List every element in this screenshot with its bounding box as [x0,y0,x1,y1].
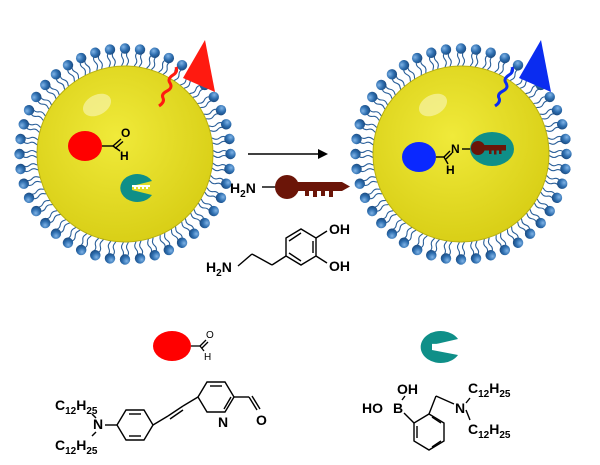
fluorescent-probe-red [158,40,215,108]
imine-dye-blue [402,142,436,172]
aldehyde-dye-left [68,131,102,161]
aldehyde-h-label-left: H [120,149,129,163]
key-icon [275,175,350,199]
vesicle-highlight-left [82,93,112,117]
vesicle-core-left [36,65,214,243]
legend-aldehyde-dye: O H [153,330,214,363]
receptor-alkyl-bottom: C12H25 [468,421,511,441]
arrow-right-icon [248,149,328,159]
boronic-oh-label: OH [397,381,418,397]
receptor-left [120,174,152,203]
boronic-b-label: B [393,400,403,416]
lipid-molecule [13,148,41,160]
lipid-molecule [545,148,573,160]
lipid-molecule [455,42,467,70]
receptor-amine-n: N [455,400,465,416]
dopamine-amine-label: H2N [206,259,232,279]
key-icon-bound [471,141,506,155]
dye-carbonyl-o: O [256,412,267,428]
lipid-molecule [119,238,131,266]
legend-o-label: O [206,330,214,341]
amine-label: H2N [230,180,256,200]
vesicle-after: N H [349,40,573,266]
lipid-molecule [119,42,131,70]
aldehyde-dye-structure: C12H25 N C12H25 N O [55,381,267,457]
imine-n-label: N [451,142,460,156]
dye-alkyl-top: C12H25 [55,397,98,417]
vesicle-highlight-right [418,93,448,117]
vesicle-before: O H [13,40,237,266]
aldehyde-group-left [102,138,124,152]
dye-pyridine-n: N [218,414,228,430]
dopamine-oh-top: OH [329,221,350,237]
lipid-molecule [209,148,237,160]
dopamine-oh-bottom: OH [329,258,350,274]
lipid-molecule [349,148,377,160]
dye-amine-n: N [93,416,103,432]
imine-h-label: H [446,163,455,177]
aldehyde-o-label-left: O [121,126,130,140]
fluorescent-probe-blue [494,40,551,108]
dye-alkyl-bottom: C12H25 [55,437,98,457]
legend-h-label: H [204,352,211,363]
legend-receptor [420,331,458,363]
boronic-ho-label: HO [362,400,383,416]
receptor-structure: OH HO B N C12H25 C12H25 [362,380,511,451]
dopamine-structure: H2N OH OH [206,221,350,279]
receptor-alkyl-top: C12H25 [468,380,511,400]
lipid-molecule [455,238,467,266]
vesicle-core-right [372,65,550,243]
